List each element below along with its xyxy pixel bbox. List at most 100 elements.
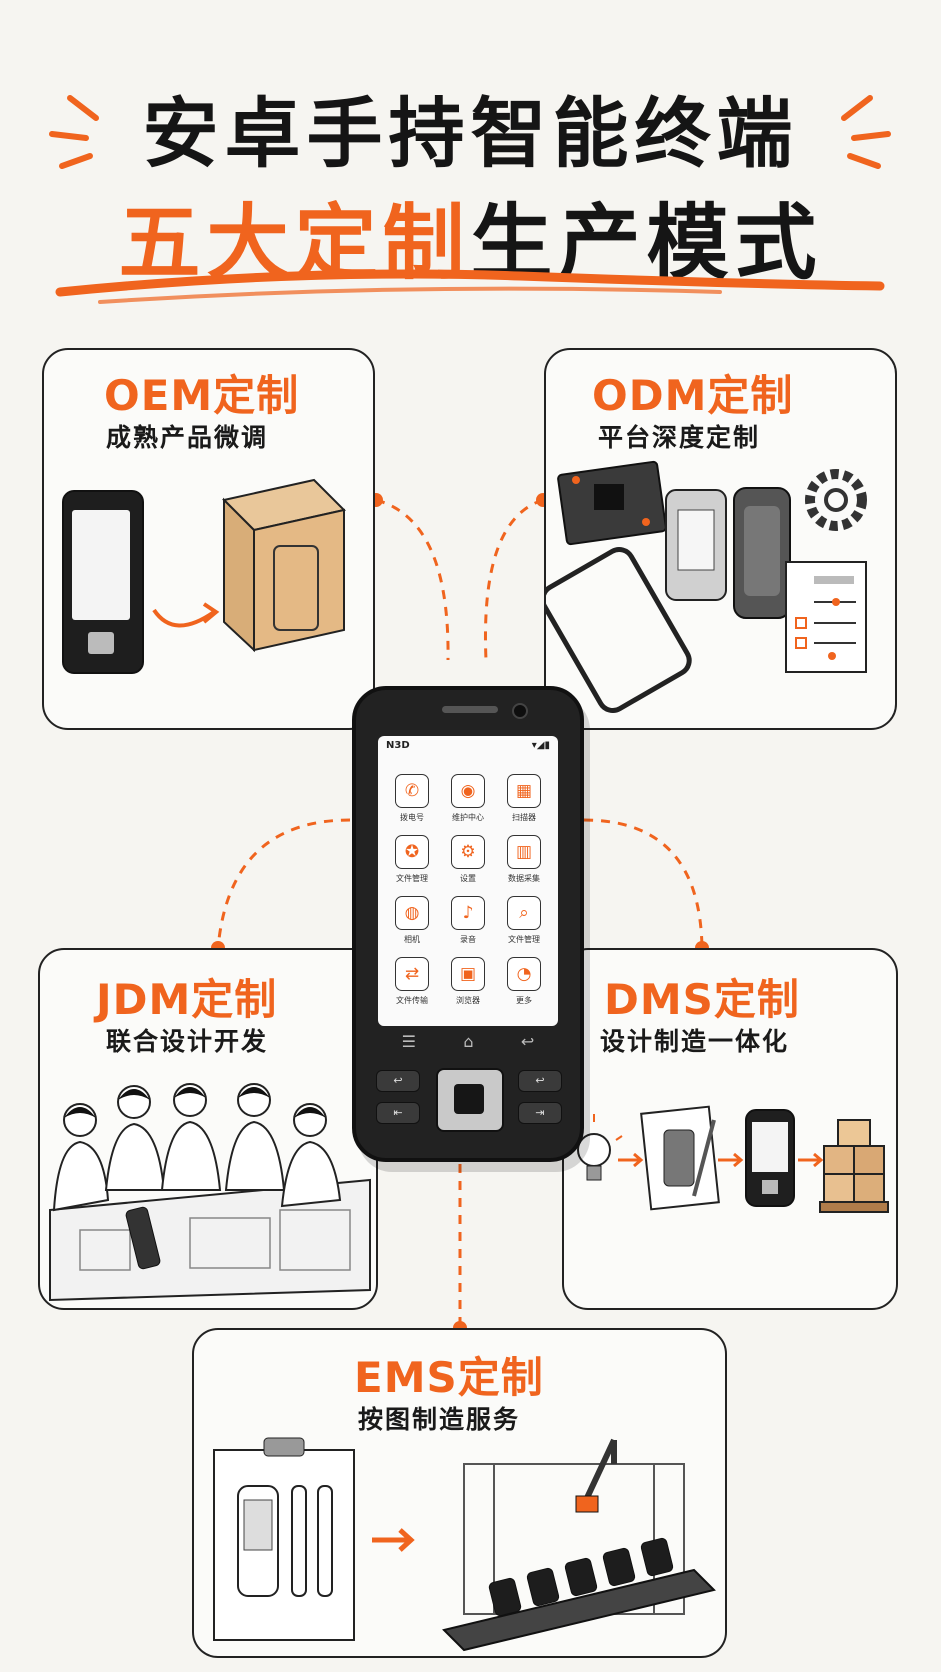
right-side-key[interactable]: ⇥: [518, 1102, 562, 1124]
app-label: 文件管理: [508, 935, 540, 944]
gear-icon: [805, 469, 867, 531]
card-oem: OEM定制 成熟产品微调: [42, 348, 375, 730]
app-tile[interactable]: ◉ 维护中心: [440, 774, 496, 823]
left-function-key[interactable]: ↩: [376, 1070, 420, 1092]
camera-icon: ◍: [395, 896, 429, 930]
frame-part-icon: [665, 489, 727, 601]
left-side-key[interactable]: ⇤: [376, 1102, 420, 1124]
oem-illustration: [152, 478, 346, 653]
card-ems-subtitle: 按图制造服务: [358, 1405, 521, 1434]
handheld-device-icon: [62, 490, 144, 674]
app-label: 扫描器: [512, 813, 536, 822]
hardware-keypad: ↩ ↩ ⇤ ⇥: [372, 1062, 564, 1142]
barcode-icon: ▥: [507, 835, 541, 869]
spark-right-icon: [841, 95, 891, 169]
chassis-icon: [546, 547, 692, 713]
dms-process-illustration: [565, 1105, 889, 1213]
circuit-board-icon: [557, 460, 667, 546]
app-tile[interactable]: ✆ 拨电号: [384, 774, 440, 823]
card-ems-title: EMS定制: [354, 1353, 544, 1402]
front-camera-icon: [512, 703, 528, 719]
app-label: 浏览器: [456, 996, 480, 1005]
housing-shell-icon: [733, 487, 791, 619]
lightbulb-icon: [565, 1114, 623, 1181]
clipboard-drawing-icon: [213, 1437, 355, 1641]
app-tile[interactable]: ⇄ 文件传输: [384, 957, 440, 1006]
app-label: 维护中心: [452, 813, 484, 822]
back-icon[interactable]: ↩: [520, 1031, 535, 1051]
app-tile[interactable]: ▥数据采集: [496, 835, 552, 884]
signal-battery-icon: ▾◢▮: [531, 740, 550, 751]
browser-icon: ▣: [451, 957, 485, 991]
app-tile[interactable]: ⌕ 文件管理: [496, 896, 552, 945]
app-label: 录音: [460, 935, 476, 944]
app-tile[interactable]: ⚙ 设置: [440, 835, 496, 884]
more-icon: ◔: [507, 957, 541, 991]
app-label: 相机: [404, 935, 420, 944]
app-tile[interactable]: ▣ 浏览器: [440, 957, 496, 1006]
handheld-device-icon: [745, 1109, 795, 1207]
card-oem-subtitle: 成熟产品微调: [106, 423, 269, 452]
audio-icon: ♪: [451, 896, 485, 930]
arrow-icon: [202, 602, 220, 624]
pallet-boxes-icon: [819, 1119, 889, 1213]
title-line-2: 五大定制生产模式: [0, 176, 941, 295]
team-meeting-illustration: [49, 1083, 371, 1302]
home-icon[interactable]: ⌂: [463, 1031, 474, 1051]
title-underline: [55, 269, 885, 297]
device-sketch-icon: [125, 1206, 161, 1270]
assembly-line-icon: [442, 1438, 716, 1652]
app-tile[interactable]: ◔ 更多: [496, 957, 552, 1006]
title-line-1: 安卓手持智能终端: [142, 89, 799, 178]
app-label: 文件传输: [396, 996, 428, 1005]
odm-illustration: [546, 460, 867, 713]
card-jdm: JDM定制 联合设计开发: [38, 948, 378, 1310]
connectors: [216, 498, 704, 1328]
checklist-icon: [785, 561, 867, 673]
card-oem-title: OEM定制: [104, 371, 300, 420]
speaker-grille: [442, 706, 498, 713]
app-grid: ✆ 拨电号 ◉ 维护中心 ▦ 扫描器 ✪ 文件管理 ⚙ 设置 ▥数据采集 ◍ 相机 ♪ 录音 ⌕ 文件管理 ⇄ 文件…: [378, 756, 558, 1006]
fingerprint-sensor-icon: [436, 1068, 504, 1132]
gear-icon: ⚙: [451, 835, 485, 869]
app-label: 拨电号: [400, 813, 424, 822]
qr-icon: ▦: [507, 774, 541, 808]
camera-icon: ◉: [451, 774, 485, 808]
card-dms-title: DMS定制: [604, 975, 800, 1024]
team-people-icon: [52, 1083, 342, 1212]
app-tile[interactable]: ▦ 扫描器: [496, 774, 552, 823]
central-handheld-device: N3D ▾◢▮ ✆ 拨电号 ◉ 维护中心 ▦ 扫描器 ✪ 文件管理 ⚙ 设置 ▥数据采集 ◍ 相机 ♪ 录音…: [352, 686, 584, 1162]
spark-left-icon: [49, 95, 99, 169]
status-carrier: N3D: [386, 740, 410, 751]
blueprint-sheet-icon: [640, 1105, 720, 1211]
app-label: 设置: [460, 874, 476, 883]
card-jdm-subtitle: 联合设计开发: [106, 1027, 269, 1056]
app-label: 更多: [516, 996, 532, 1005]
badge-icon: ✪: [395, 835, 429, 869]
card-dms: DMS定制 设计制造一体化: [562, 948, 898, 1310]
ems-illustration: [213, 1437, 716, 1652]
phone-icon: ✆: [395, 774, 429, 808]
arrow-icon: [372, 1528, 415, 1552]
package-box-icon: [222, 478, 346, 653]
right-function-key[interactable]: ↩: [518, 1070, 562, 1092]
card-odm-title: ODM定制: [592, 371, 794, 420]
arrow-icon: [718, 1152, 744, 1168]
search-icon: ⌕: [507, 896, 541, 930]
app-label: 文件管理: [396, 874, 428, 883]
menu-icon[interactable]: ☰: [401, 1031, 417, 1051]
card-jdm-title: JDM定制: [96, 975, 278, 1024]
arrow-icon: [798, 1152, 824, 1168]
status-bar: N3D ▾◢▮: [378, 736, 558, 756]
nav-bar: ☰ ⌂ ↩: [378, 1028, 558, 1054]
arrow-icon: [618, 1152, 644, 1168]
card-dms-subtitle: 设计制造一体化: [600, 1027, 790, 1056]
card-odm: ODM定制 平台深度定制: [544, 348, 897, 730]
app-tile[interactable]: ♪ 录音: [440, 896, 496, 945]
transfer-icon: ⇄: [395, 957, 429, 991]
app-tile[interactable]: ✪ 文件管理: [384, 835, 440, 884]
robot-arm-icon: [575, 1438, 617, 1513]
app-tile[interactable]: ◍ 相机: [384, 896, 440, 945]
